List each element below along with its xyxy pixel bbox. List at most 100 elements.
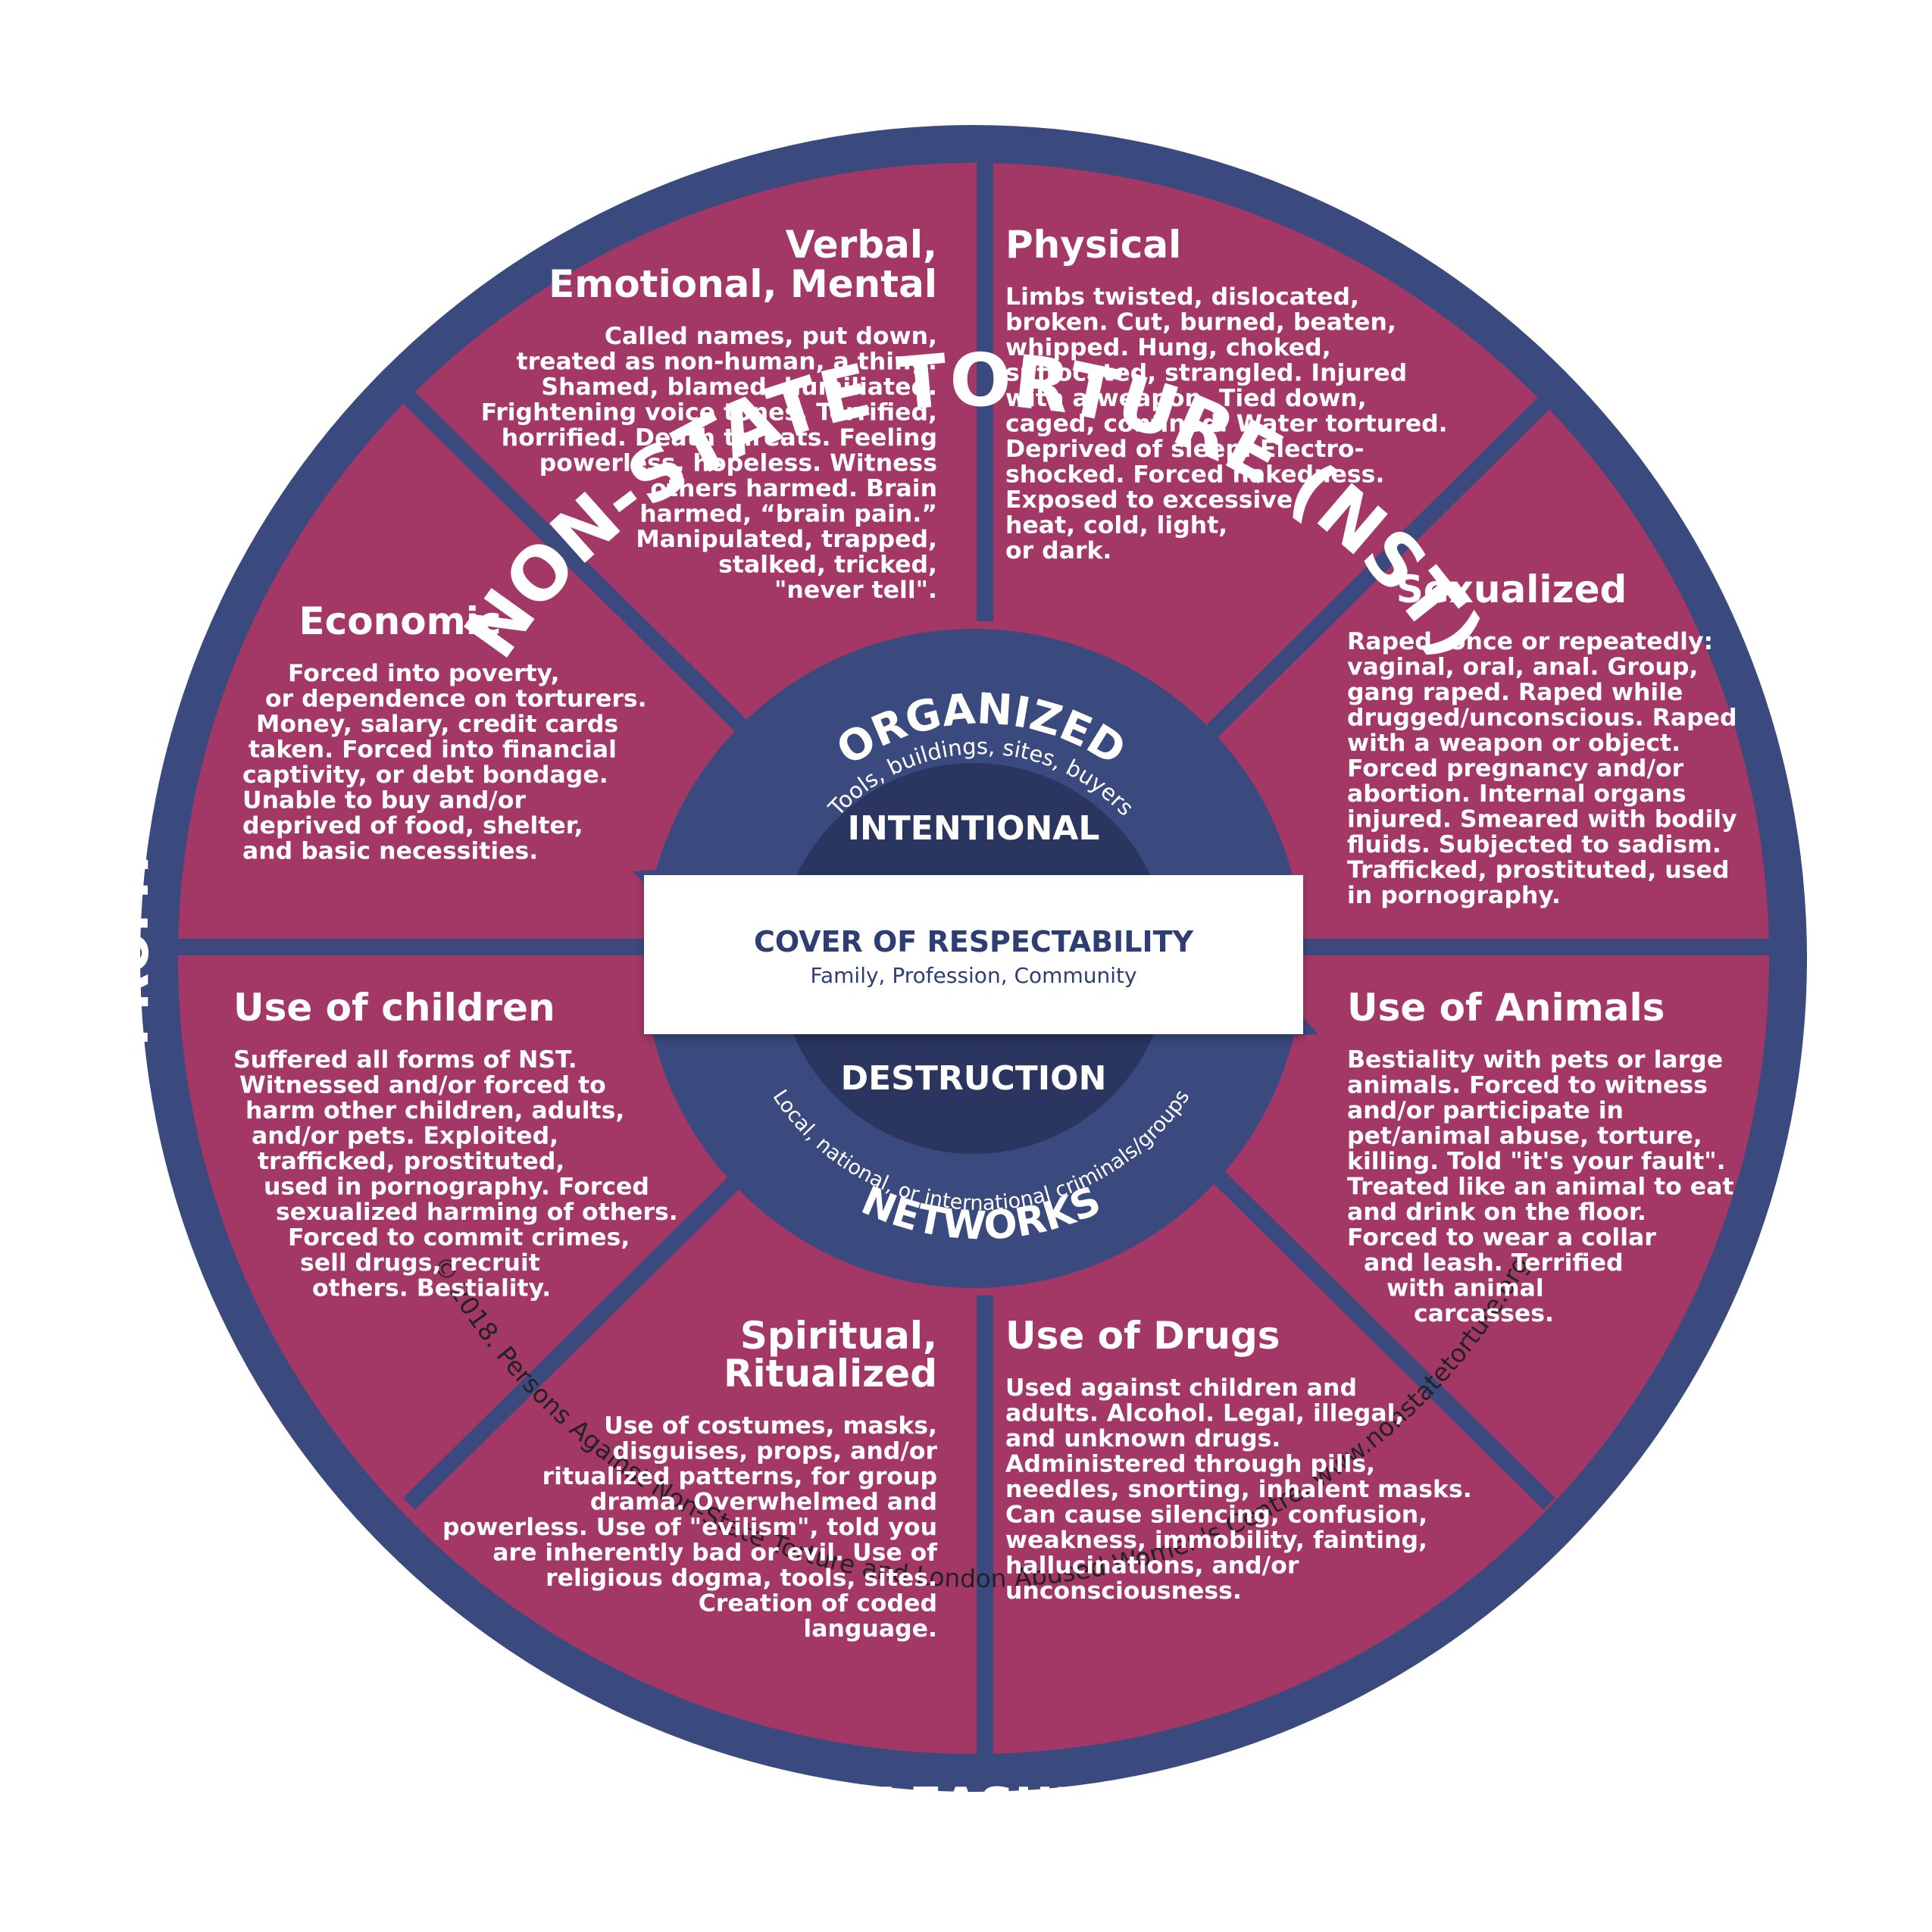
segment-body-line: deprived of food, shelter, xyxy=(242,812,583,839)
segment-body-line: harm other children, adults, xyxy=(245,1097,624,1124)
segment-body-line: Called names, put down, xyxy=(605,323,937,350)
segment-body-line: Manipulated, trapped, xyxy=(636,526,937,553)
segment-body-line: gang raped. Raped while xyxy=(1347,679,1683,706)
segment-body-line: horrified. Death threats. Feeling xyxy=(502,424,937,452)
segment-body-line: sell drugs, recruit xyxy=(300,1249,540,1277)
segment-body-line: Money, salary, credit cards xyxy=(256,711,618,738)
segment-body-line: powerless, hopeless. Witness xyxy=(539,450,937,477)
segment-body-line: adults. Alcohol. Legal, illegal, xyxy=(1005,1400,1404,1427)
intentional-label: INTENTIONAL xyxy=(848,809,1100,848)
segment-body-line: Can cause silencing, confusion, xyxy=(1005,1502,1427,1529)
segment-body-line: and leash. Terrified xyxy=(1364,1249,1624,1277)
segment-body-line: and/or participate in xyxy=(1347,1097,1624,1124)
segment-title-line: Use of Animals xyxy=(1347,986,1665,1030)
segment-body-line: Suffered all forms of NST. xyxy=(233,1046,577,1074)
segment-body-line: Unable to buy and/or xyxy=(242,787,526,814)
segment-body-line: heat, cold, light, xyxy=(1005,512,1227,539)
segment-body-line: used in pornography. Forced xyxy=(264,1174,649,1201)
segment-body-line: ritualized patterns, for group xyxy=(542,1463,937,1490)
segment-body-line: caged, confined. Water tortured. xyxy=(1005,411,1448,438)
segment-body-line: shocked. Forced nakedness. xyxy=(1005,461,1384,489)
segment-body-line: carcasses. xyxy=(1414,1300,1554,1327)
segment-body-line: "never tell". xyxy=(774,577,937,604)
segment-body-line: with a weapon or object. xyxy=(1347,730,1680,757)
segment-body-line: Trafficked, prostituted, used xyxy=(1347,857,1729,884)
segment-body-line: and basic necessities. xyxy=(242,838,538,865)
segment-body-line: Forced to commit crimes, xyxy=(288,1224,630,1252)
segment-body-line: killing. Told "it's your fault". xyxy=(1347,1148,1726,1175)
segment-body-line: unconsciousness. xyxy=(1005,1577,1242,1605)
segment-body-line: needles, snorting, inhalent masks. xyxy=(1005,1476,1472,1503)
segment-body-line: abortion. Internal organs xyxy=(1347,780,1687,808)
segment-body-line: captivity, or debt bondage. xyxy=(242,761,608,789)
segment-title-line: Sexualized xyxy=(1396,567,1627,611)
label-profit: PROFIT xyxy=(104,848,160,1046)
segment-body-line: and unknown drugs. xyxy=(1005,1425,1280,1452)
destruction-label: DESTRUCTION xyxy=(841,1059,1107,1098)
segment-body-line: suffocated, strangled. Injured xyxy=(1005,360,1407,387)
segment-body-line: Used against children and xyxy=(1005,1374,1357,1402)
segment-body-line: with a weapon. Tied down, xyxy=(1005,385,1367,412)
label-power: POWER xyxy=(1802,858,1859,1059)
segment-dividers xyxy=(178,152,1769,1765)
segment-title-line: Economic xyxy=(299,599,502,643)
segment-body-line: harmed, “brain pain.” xyxy=(639,501,937,528)
segment-body-line: language. xyxy=(803,1615,937,1643)
segment-body-line: whipped. Hung, choked, xyxy=(1005,334,1331,361)
segment-body-line: pet/animal abuse, torture, xyxy=(1347,1123,1702,1150)
segment-body-line: injured. Smeared with bodily xyxy=(1347,806,1737,833)
segment-body-line: Creation of coded xyxy=(699,1590,937,1618)
center-hub xyxy=(633,629,1318,1288)
segment-body-line: broken. Cut, burned, beaten, xyxy=(1005,309,1396,336)
segment-body-line: Forced pregnancy and/or xyxy=(1347,755,1684,783)
segment-body-line: sexualized harming of others. xyxy=(276,1199,678,1226)
segment-title-line: Physical xyxy=(1005,223,1181,267)
segment-body-line: or dependence on torturers. xyxy=(265,686,647,713)
segment-body-line: Limbs twisted, dislocated, xyxy=(1005,283,1359,311)
segment-body-line: Treated like an animal to eat xyxy=(1347,1174,1733,1201)
segment-body-line: disguises, props, and/or xyxy=(612,1438,937,1465)
segment-body-line: drugged/unconscious. Raped xyxy=(1347,705,1737,732)
segment-body-line: hallucinations, and/or xyxy=(1005,1552,1299,1580)
segment-body-line: Deprived of sleep. Electro- xyxy=(1005,436,1365,463)
segment-body-line: trafficked, prostituted, xyxy=(258,1148,564,1175)
segment-title-line: Emotional, Mental xyxy=(549,262,937,306)
segment-body-line: and/or pets. Exploited, xyxy=(252,1123,558,1150)
segment-title-line: Verbal, xyxy=(786,223,937,267)
segment-body-line: Shamed, blamed, humiliated. xyxy=(541,374,937,401)
cover-title: COVER OF RESPECTABILITY xyxy=(754,925,1194,958)
segment-body-line: religious dogma, tools, sites. xyxy=(546,1565,937,1592)
segment-body-line: and drink on the floor. xyxy=(1347,1199,1646,1226)
segment-body-line: Frightening voice tones. Terrified, xyxy=(481,399,937,427)
segment-title-line: Ritualized xyxy=(724,1352,937,1396)
segment-body-line: in pornography. xyxy=(1347,882,1561,909)
segment-body-line: Raped, once or repeatedly: xyxy=(1347,628,1713,655)
segment-title-line: Use of Drugs xyxy=(1005,1314,1280,1358)
segment-body-line: are inherently bad or evil. Use of xyxy=(492,1540,937,1567)
segment-body-line: or dark. xyxy=(1005,537,1111,564)
segment-body-line: with animal xyxy=(1386,1275,1544,1302)
cover-band xyxy=(644,875,1303,1034)
segment-body-line: taken. Forced into financial xyxy=(249,736,617,764)
segment-body-line: Exposed to excessive xyxy=(1005,486,1293,514)
segment-body-line: fluids. Subjected to sadism. xyxy=(1347,831,1721,858)
segment-body-line: vaginal, oral, anal. Group, xyxy=(1347,654,1698,681)
segment-body-line: powerless. Use of "evilism", told you xyxy=(442,1514,937,1541)
segment-body-line: Forced into poverty, xyxy=(288,660,560,687)
segment-body-line: animals. Forced to witness xyxy=(1347,1072,1708,1099)
label-pleasure: PLEASURE xyxy=(843,1778,1124,1834)
segment-body-line: Witnessed and/or forced to xyxy=(239,1072,606,1099)
segment-body-line: stalked, tricked, xyxy=(718,552,937,579)
segment-title-line: Use of children xyxy=(233,986,555,1030)
segment-body-line: Use of costumes, masks, xyxy=(604,1412,937,1440)
segment-body-line: Bestiality with pets or large xyxy=(1347,1046,1723,1074)
